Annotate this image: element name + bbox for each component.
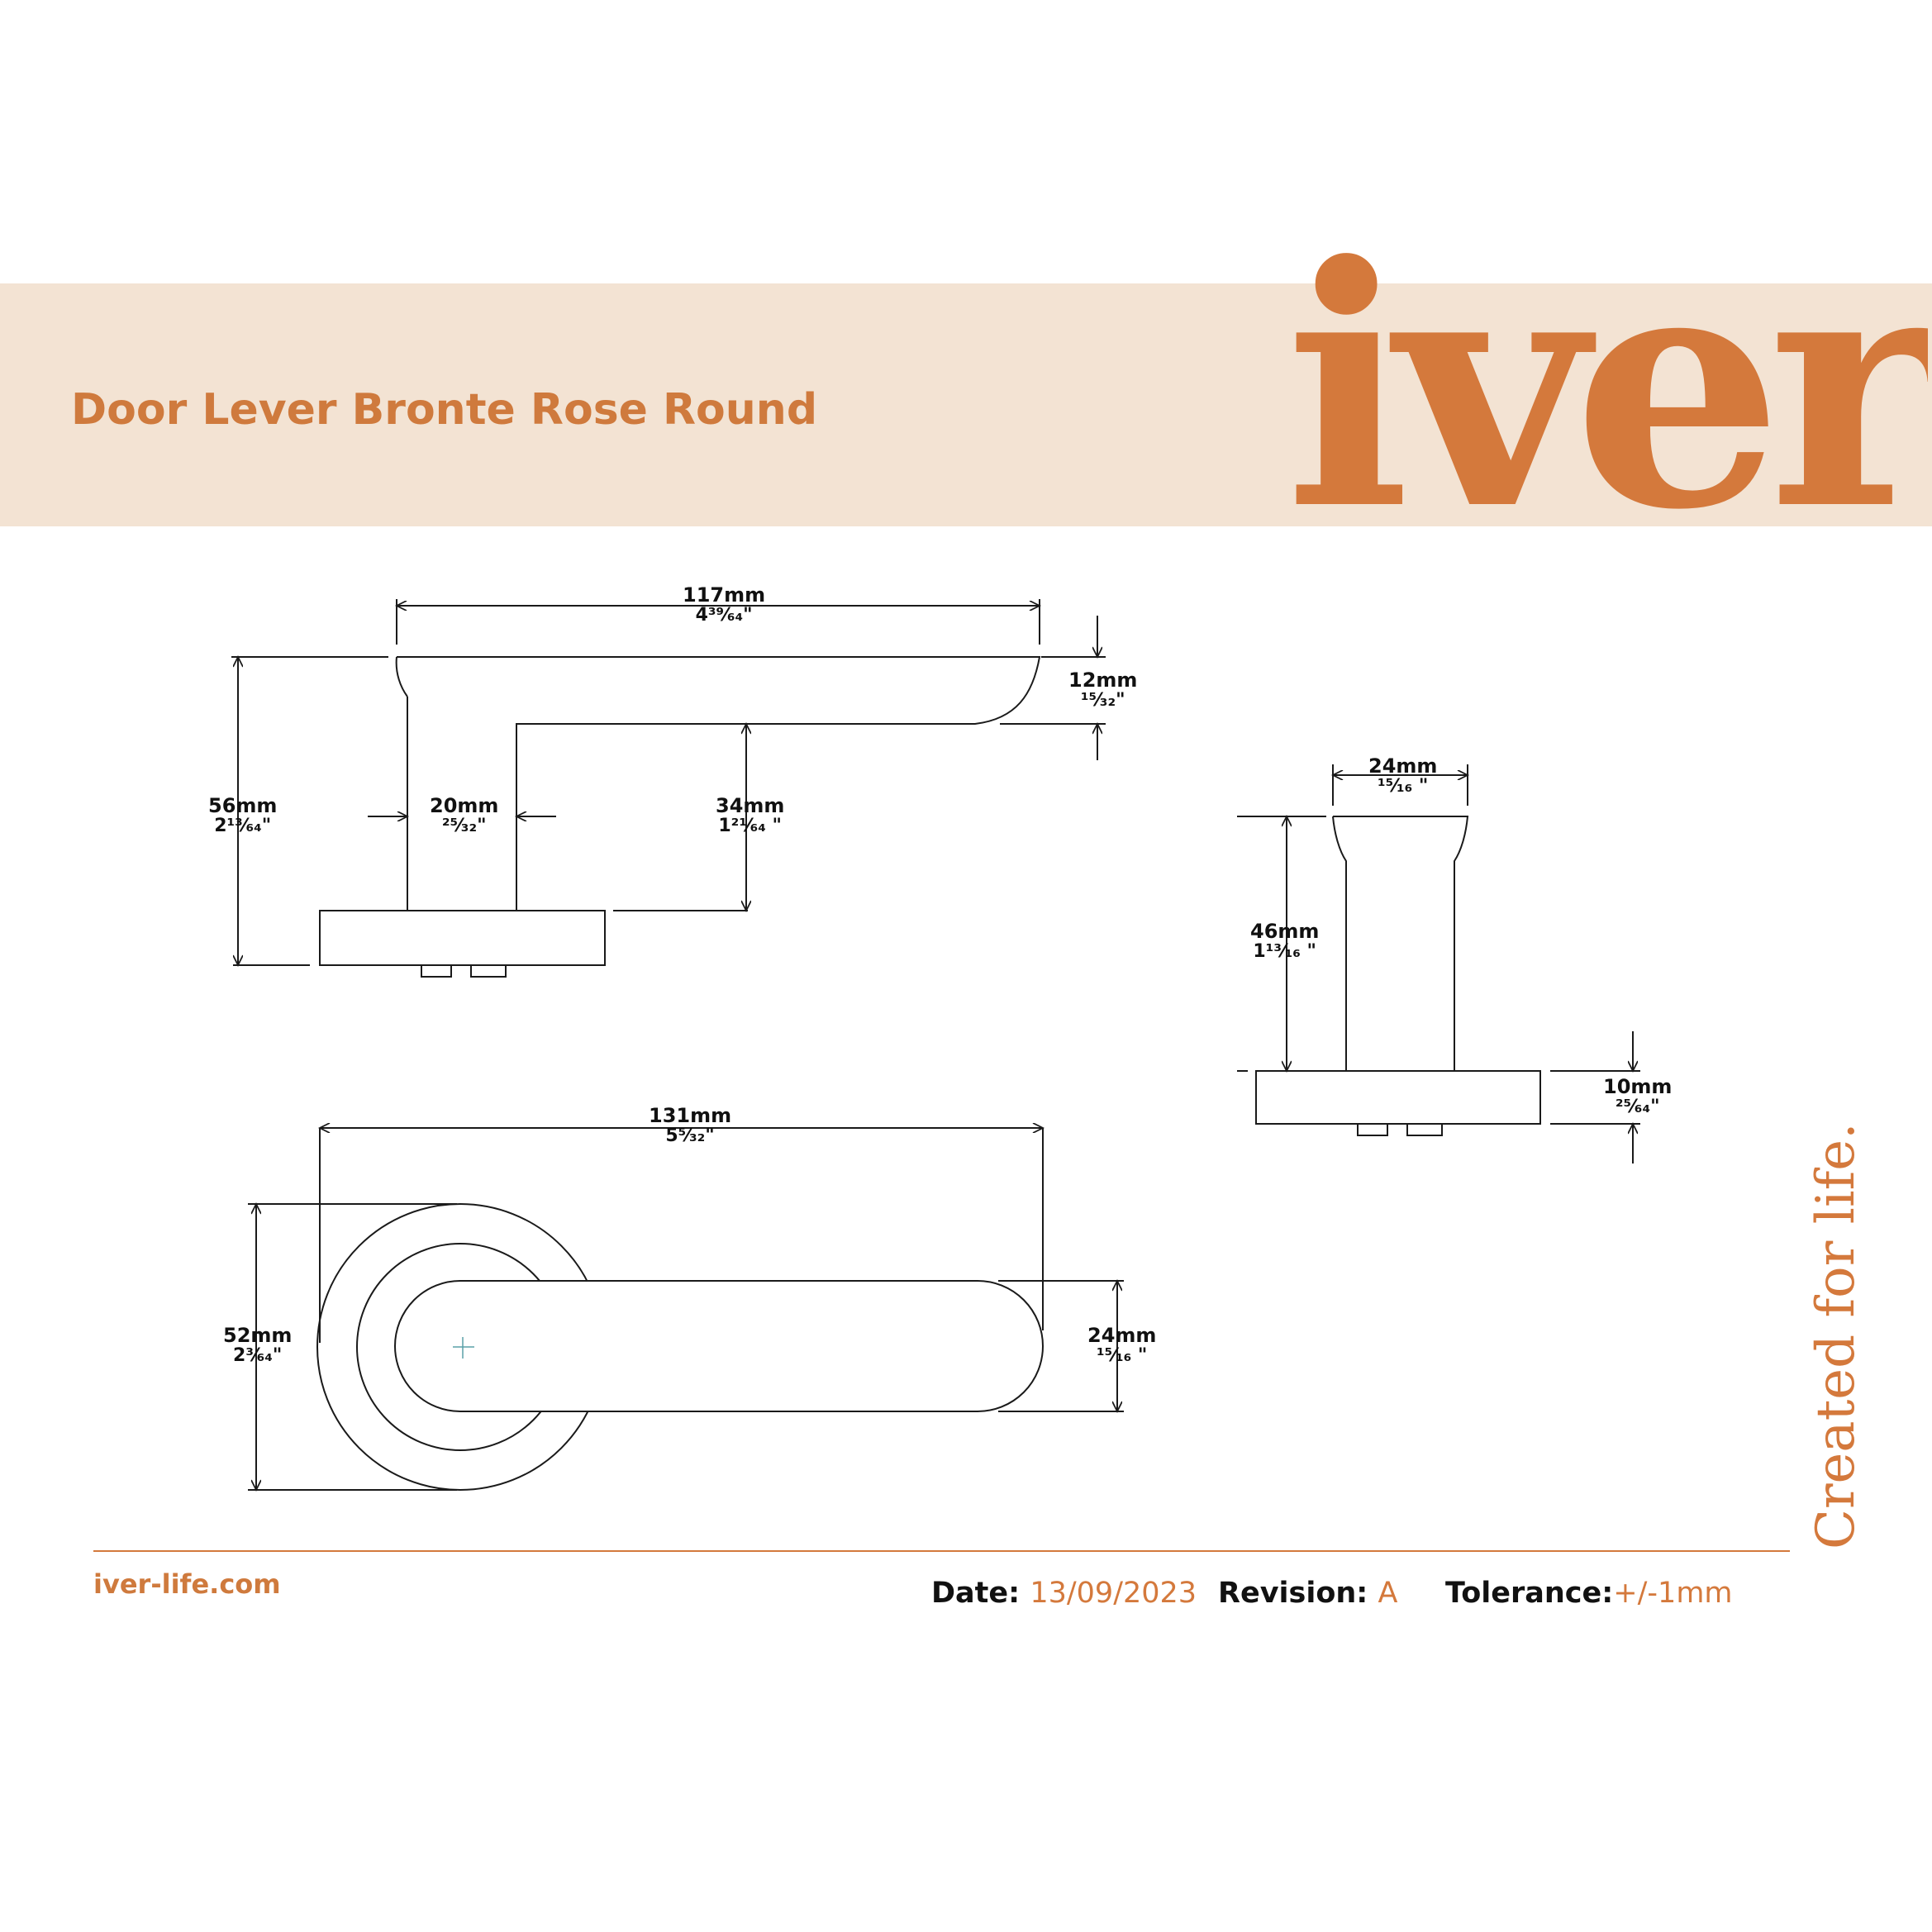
end-neck bbox=[1332, 816, 1469, 1071]
date-label: Date: bbox=[931, 1577, 1021, 1610]
side-lever-outline bbox=[395, 656, 1041, 911]
center-mark bbox=[453, 1337, 474, 1359]
side-rose bbox=[319, 910, 606, 966]
end-rose bbox=[1255, 1070, 1541, 1125]
top-view bbox=[248, 1128, 1124, 1490]
revision-label: Revision: bbox=[1218, 1577, 1368, 1610]
end-screw-left bbox=[1357, 1123, 1388, 1136]
side-screw-left bbox=[421, 964, 452, 978]
top-lever bbox=[394, 1280, 1044, 1412]
tolerance-field: Tolerance:+/-1mm bbox=[1445, 1577, 1733, 1610]
revision-field: Revision: A bbox=[1218, 1577, 1397, 1610]
date-value: 13/09/2023 bbox=[1030, 1577, 1197, 1610]
end-view bbox=[1237, 764, 1640, 1163]
footer-divider bbox=[93, 1550, 1790, 1552]
tolerance-label: Tolerance: bbox=[1445, 1577, 1614, 1610]
brand-logo: iver bbox=[1285, 248, 1928, 526]
page-title: Door Lever Bronte Rose Round bbox=[71, 385, 818, 435]
website-link[interactable]: iver-life.com bbox=[93, 1568, 281, 1600]
revision-value: A bbox=[1378, 1577, 1398, 1610]
side-screw-right bbox=[470, 964, 507, 978]
end-screw-right bbox=[1406, 1123, 1443, 1136]
tolerance-value: +/-1mm bbox=[1613, 1577, 1733, 1610]
date-field: Date: 13/09/2023 bbox=[931, 1577, 1197, 1610]
side-view bbox=[231, 599, 1106, 978]
header-band bbox=[0, 283, 1932, 526]
